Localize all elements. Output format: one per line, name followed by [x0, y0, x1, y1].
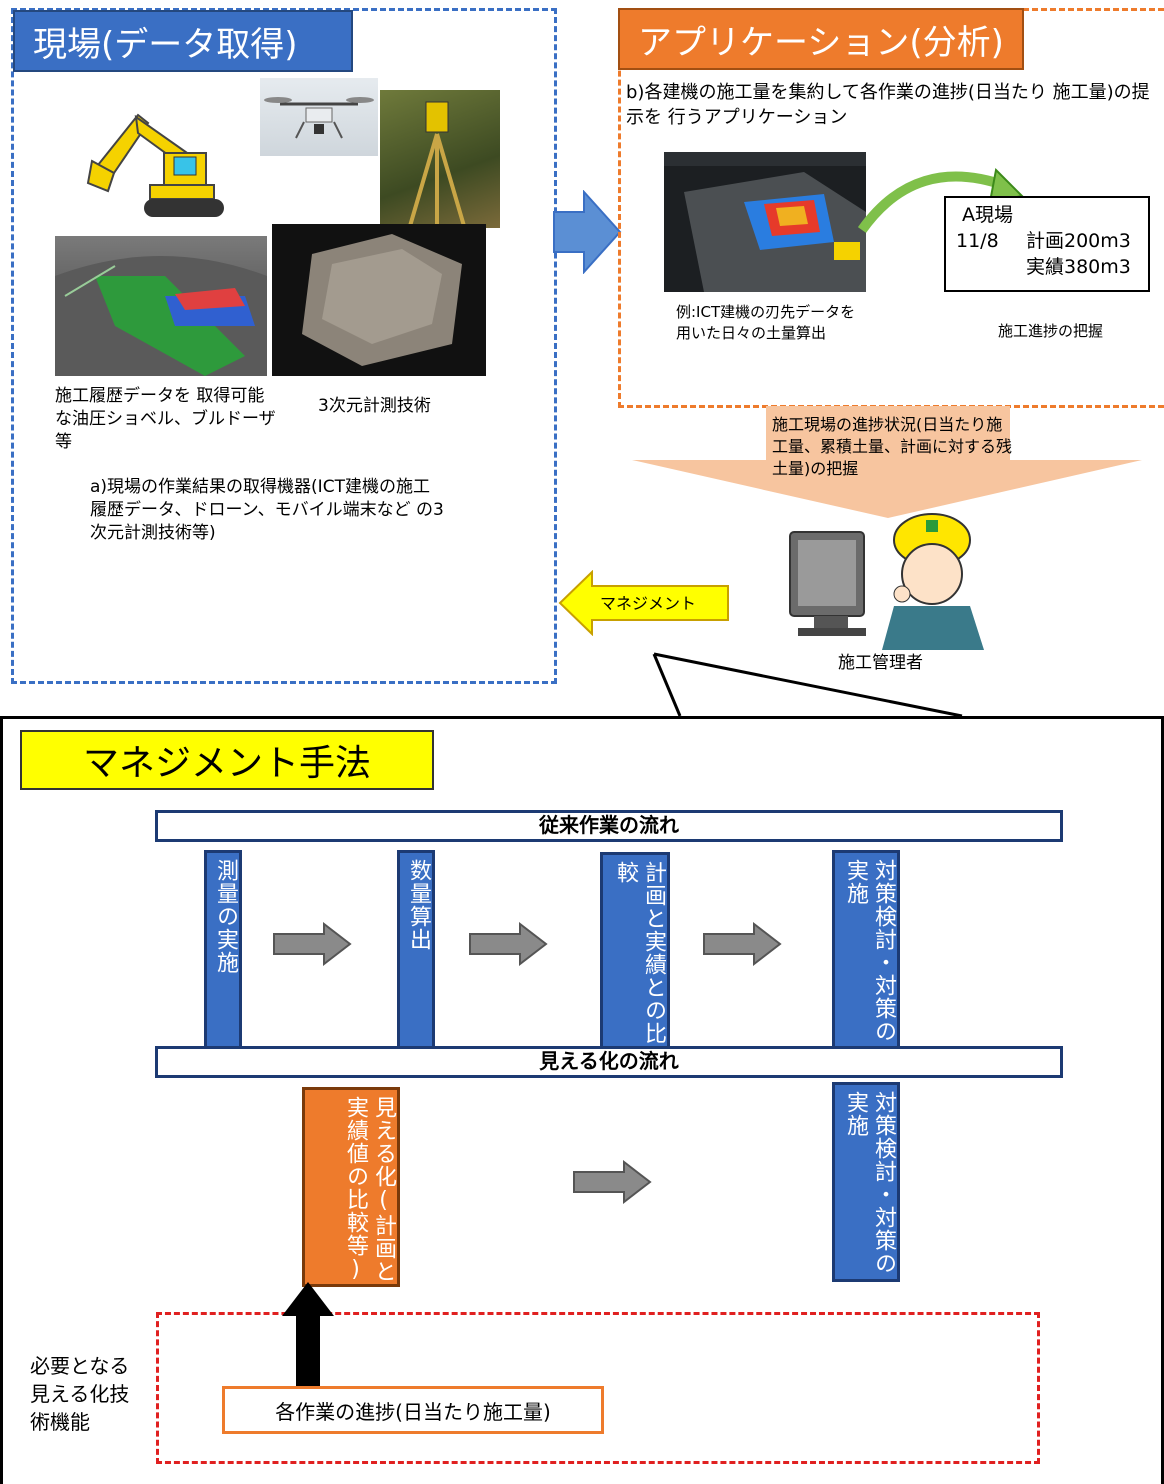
method-panel: [0, 716, 1164, 1484]
excavator-icon: [86, 113, 224, 217]
manager-icon: [789, 513, 984, 650]
caption-machine: 施工履歴データを 取得可能な油圧ショベル、ブルドーザ等: [55, 386, 276, 452]
construction-history-image: [55, 236, 267, 376]
flow1-arrow-3: [703, 922, 782, 966]
caption-3d: 3次元計測技術: [318, 396, 431, 416]
site-name: A現場: [962, 204, 1013, 226]
field-panel: [11, 8, 557, 684]
site-date: 11/8: [956, 230, 999, 252]
progress-box: 各作業の進捗(日当たり施工量): [222, 1386, 604, 1434]
flow1-arrow-1: [273, 922, 352, 966]
site-actual: 実績380m3: [1026, 256, 1131, 278]
field-title: 現場(データ取得): [13, 10, 353, 72]
management-arrow-icon: [558, 570, 729, 636]
flow1-step-survey: 測量の実施: [204, 850, 242, 1050]
flow1-step-countermeasure: 対策検討・対策の実施: [832, 850, 900, 1050]
flow1-header: 従来作業の流れ: [155, 810, 1063, 842]
site-info-box: A現場 11/8 計画200m3 実績380m3: [944, 196, 1150, 292]
point-cloud-image: [272, 224, 486, 376]
required-label: 必要となる見える化技術機能: [30, 1354, 130, 1434]
right-arrow-icon: [553, 190, 622, 274]
app-title: アプリケーション(分析): [618, 8, 1024, 70]
flow1-step-compare: 計画と実績との比較: [600, 852, 670, 1052]
required-functions-area: [156, 1312, 1040, 1464]
flow2-header: 見える化の流れ: [155, 1046, 1063, 1078]
site-plan: 計画200m3: [1026, 230, 1131, 252]
app-example-caption: 例:ICT建機の刃先データを用いた日々の土量算出: [676, 303, 856, 342]
flow2-arrow: [573, 1160, 652, 1204]
flow2-step-countermeasure: 対策検討・対策の実施: [832, 1082, 900, 1282]
status-text: 施工現場の進捗状況(日当たり施工量、累積土量、計画に対する残土量)の把握: [772, 415, 1013, 478]
app-screenshot: [664, 152, 866, 292]
flow1-step-quantity: 数量算出: [397, 850, 435, 1050]
method-title: マネジメント手法: [20, 730, 434, 790]
progress-caption: 施工進捗の把握: [998, 322, 1104, 340]
callout-pointer: [652, 652, 963, 718]
drone-photo: [260, 78, 378, 156]
status-down-arrow: [632, 406, 1142, 518]
total-station-photo: [380, 90, 500, 228]
app-description: b)各建機の施工量を集約して各作業の進捗(日当たり 施工量)の提示を 行うアプリ…: [626, 82, 1150, 128]
up-arrow-icon: [282, 1282, 334, 1388]
flow2-step-visualize: 見える化(計画と実績値の比較等): [302, 1087, 400, 1287]
manager-label: 施工管理者: [838, 653, 923, 673]
field-description: a)現場の作業結果の取得機器(ICT建機の施工履歴データ、ドローン、モバイル端末…: [90, 477, 444, 543]
management-arrow-label: マネジメント: [600, 594, 697, 613]
flow1-arrow-2: [469, 922, 548, 966]
